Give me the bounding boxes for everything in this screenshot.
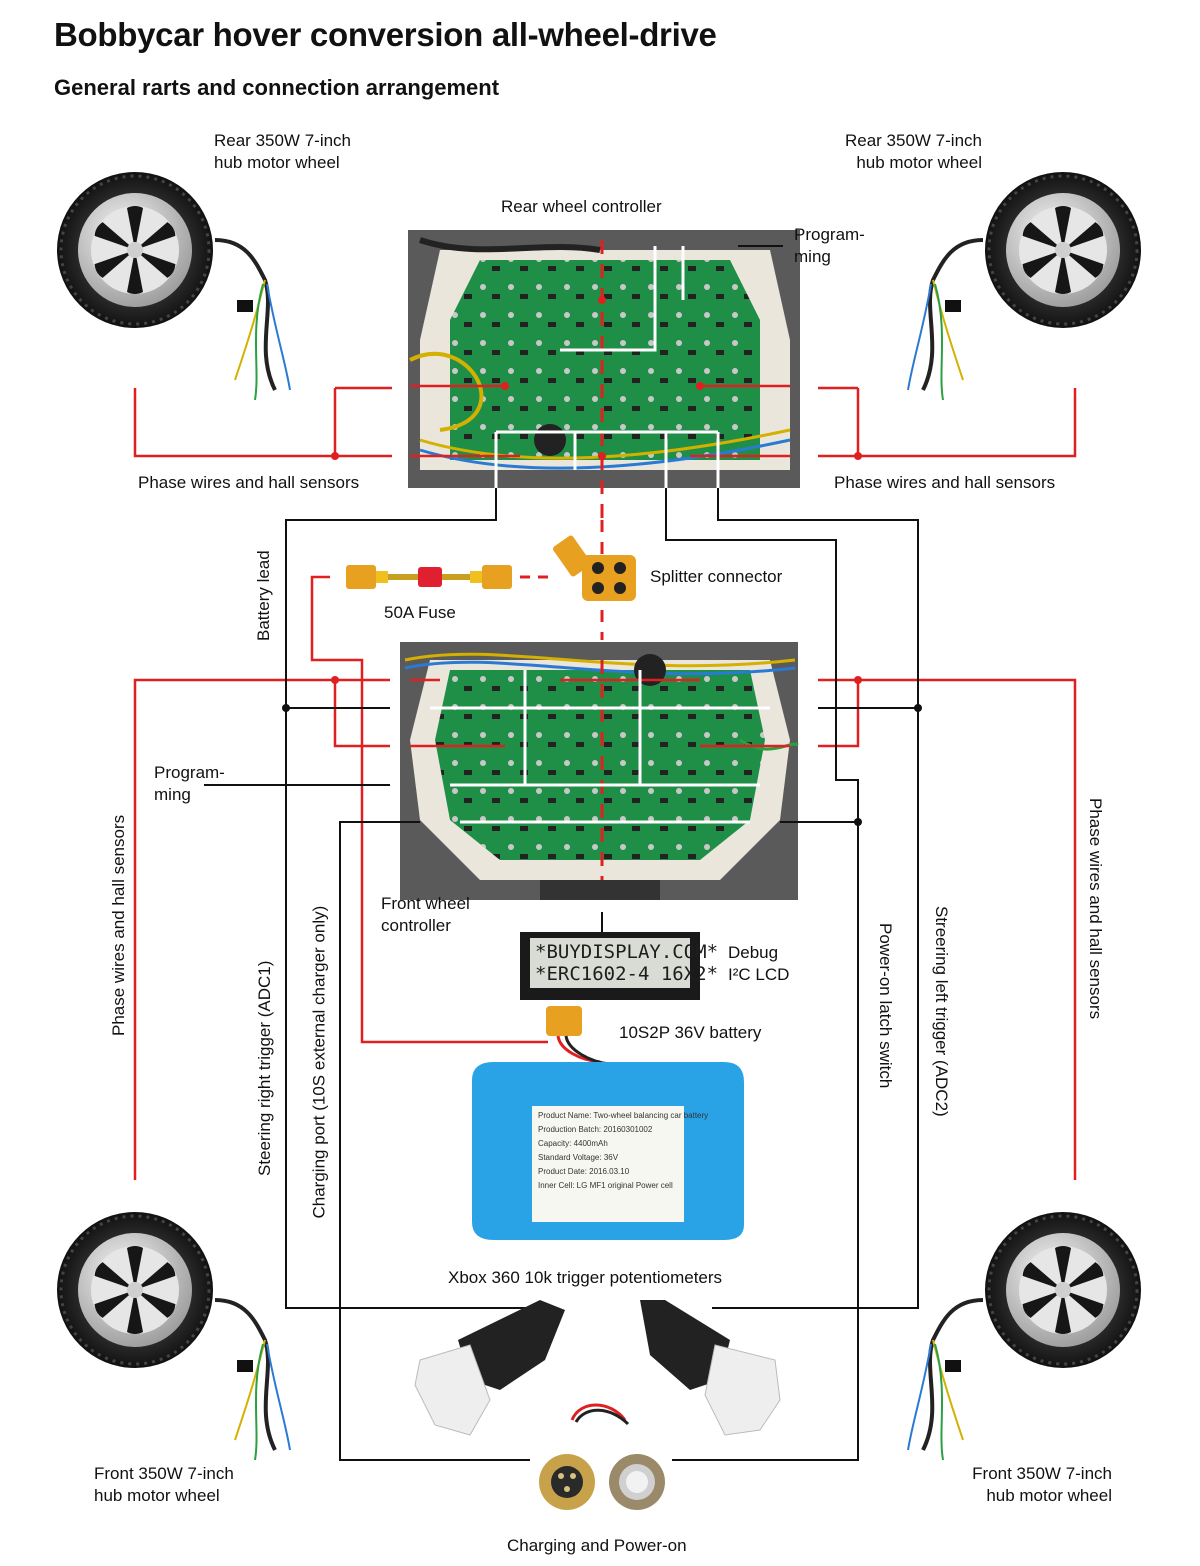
front-left-wheel-label: Front 350W 7-inch hub motor wheel — [94, 1463, 234, 1507]
battery-label: 10S2P 36V battery — [619, 1023, 762, 1042]
phase-left-top-label: Phase wires and hall sensors — [138, 473, 360, 492]
power-button-icon — [609, 1454, 665, 1510]
programming-mid-label: Program- ming — [154, 762, 225, 806]
battery-lead-wire — [310, 575, 548, 1044]
front-left-wheel — [55, 1210, 292, 1462]
steering-right-label: Steering right trigger (ADC1) — [255, 960, 274, 1176]
page-title: Bobbycar hover conversion all-wheel-driv… — [54, 16, 717, 53]
battery-sticker-line-1: Product Name: Two-wheel balancing car ba… — [538, 1111, 708, 1120]
charging-socket-icon — [539, 1403, 630, 1510]
front-phase-wires-left — [133, 678, 505, 1180]
page-subtitle: General rarts and connection arrangement — [54, 75, 500, 100]
rear-phase-wires-left — [133, 384, 520, 458]
rear-right-wheel-label-text: Rear 350W 7-inch hub motor wheel — [844, 131, 982, 172]
red-junction-dots — [331, 296, 862, 684]
front-phase-wires-right — [560, 678, 1077, 1180]
battery-sticker-line-6: Inner Cell: LG MF1 original Power cell — [538, 1181, 673, 1190]
phase-right-side-label: Phase wires and hall sensors — [1086, 798, 1105, 1020]
xbox-trigger-label: Xbox 360 10k trigger potentiometers — [448, 1268, 723, 1287]
junction-dots — [282, 704, 922, 826]
lcd-line-2: *ERC1602-4 16X2* — [535, 963, 718, 985]
battery-sticker-line-4: Standard Voltage: 36V — [538, 1153, 619, 1162]
rear-controller-board — [408, 230, 800, 488]
xbox-trigger-right — [640, 1300, 781, 1436]
rear-right-wheel-label: Rear 350W 7-inch hub motor wheel — [830, 130, 982, 174]
debug-lcd-label-text: Debug I²C LCD — [728, 943, 790, 984]
front-right-wheel-label: Front 350W 7-inch hub motor wheel — [958, 1463, 1112, 1507]
steering-left-label: Streering left trigger (ADC2) — [932, 906, 951, 1117]
programming-mid-label-text: Program- ming — [154, 763, 225, 804]
programming-top-label-text: Program- ming — [794, 225, 865, 266]
splitter-connector-icon — [553, 535, 636, 601]
signal-wires — [204, 245, 919, 1461]
debug-lcd-label: Debug I²C LCD — [728, 942, 789, 986]
battery-pack: Product Name: Two-wheel balancing car ba… — [472, 1006, 744, 1240]
fuse-label: 50A Fuse — [384, 603, 456, 622]
battery-sticker-line-5: Product Date: 2016.03.10 — [538, 1167, 630, 1176]
front-right-wheel-label-text: Front 350W 7-inch hub motor wheel — [972, 1464, 1112, 1505]
rear-left-wheel — [55, 170, 292, 402]
front-left-wheel-label-text: Front 350W 7-inch hub motor wheel — [94, 1464, 234, 1505]
charging-port-label: Charging port (10S external charger only… — [309, 905, 329, 1219]
rear-phase-wires-right — [690, 384, 1077, 458]
rear-right-wheel — [906, 170, 1143, 402]
phase-right-top-label: Phase wires and hall sensors — [834, 473, 1056, 492]
battery-sticker-line-3: Capacity: 4400mAh — [538, 1139, 608, 1148]
battery-sticker-line-2: Production Batch: 20160301002 — [538, 1125, 653, 1134]
front-right-wheel — [906, 1210, 1143, 1462]
front-controller-label-text: Front wheel controller — [381, 894, 470, 935]
battery-lead-label: Battery lead — [254, 550, 273, 641]
charging-power-label: Charging and Power-on — [507, 1536, 687, 1555]
front-controller-label: Front wheel controller — [381, 893, 470, 937]
lcd-line-1: *BUYDISPLAY.COM* — [535, 941, 718, 963]
rear-controller-label: Rear wheel controller — [501, 197, 662, 216]
rear-left-wheel-label-text: Rear 350W 7-inch hub motor wheel — [214, 131, 352, 172]
power-latch-label: Power-on latch switch — [876, 923, 895, 1089]
controller-traces — [430, 246, 770, 824]
splitter-label: Splitter connector — [650, 567, 783, 586]
xbox-trigger-left — [414, 1300, 565, 1436]
phase-left-side-label: Phase wires and hall sensors — [109, 814, 128, 1036]
rear-left-wheel-label: Rear 350W 7-inch hub motor wheel — [214, 130, 351, 174]
programming-top-label: Program- ming — [794, 224, 865, 268]
fuse-assembly — [346, 565, 512, 589]
lcd-module: *BUYDISPLAY.COM* *ERC1602-4 16X2* — [520, 932, 718, 1000]
